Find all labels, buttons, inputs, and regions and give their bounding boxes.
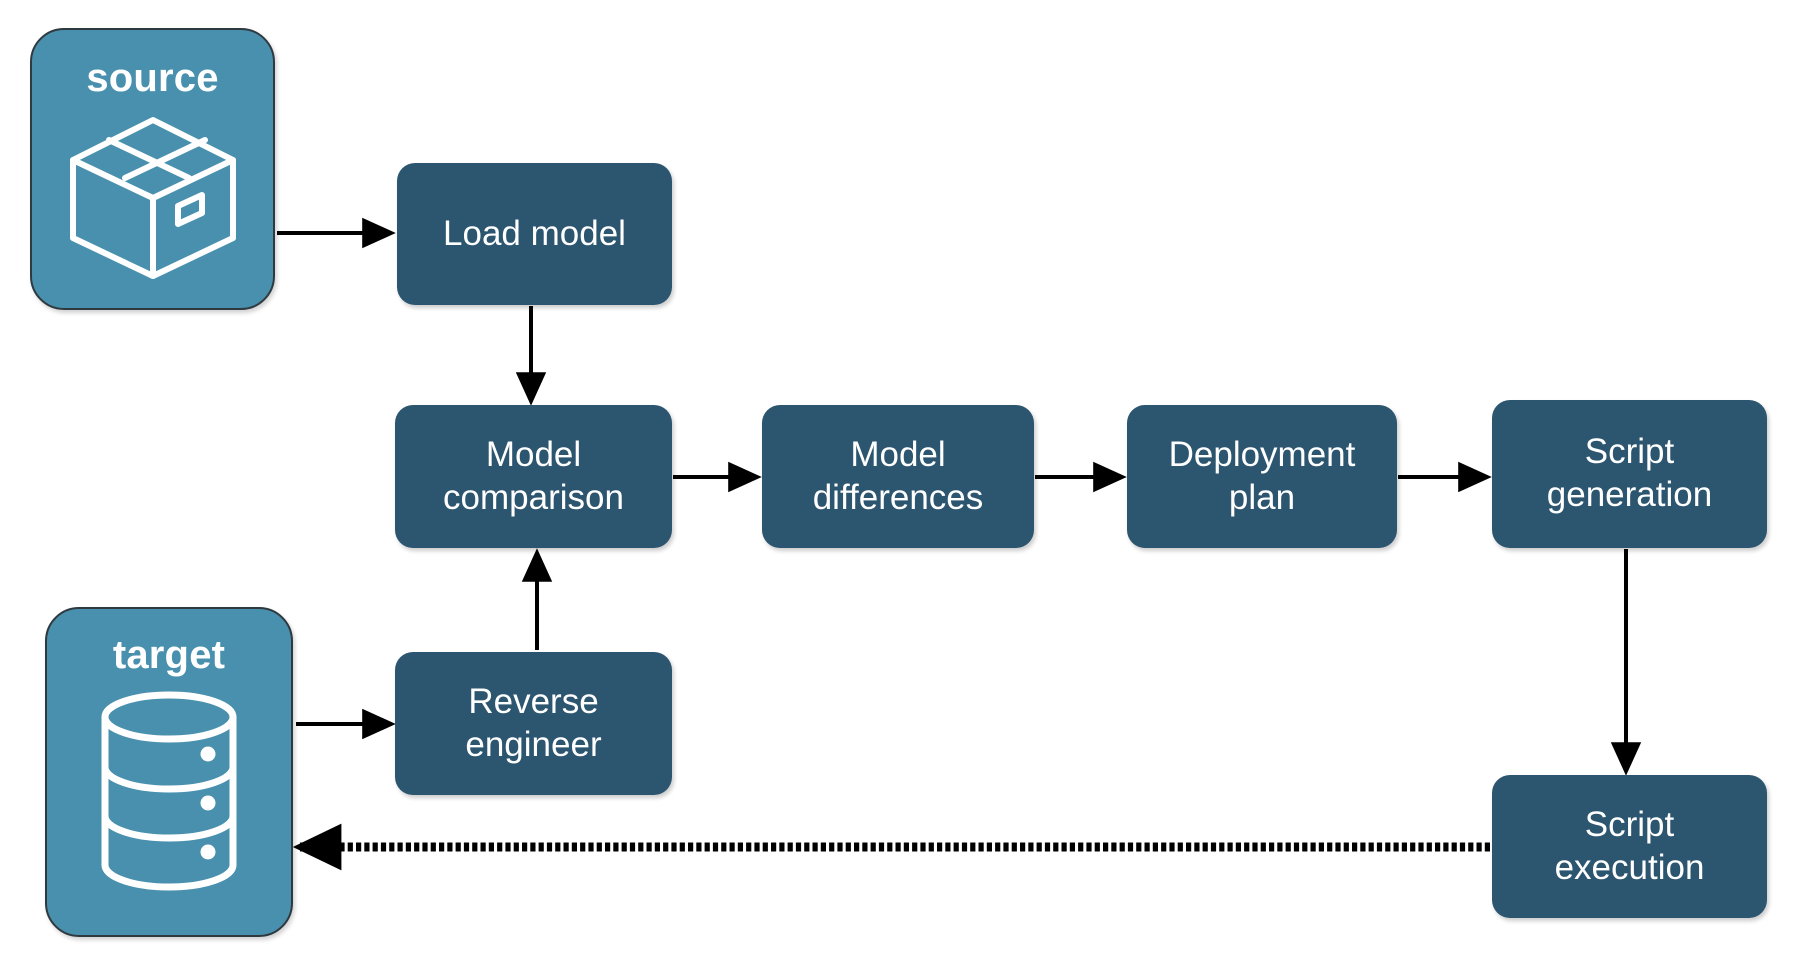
process-script-execution-label: Script execution [1554, 804, 1705, 887]
endpoint-target-label: target [112, 633, 226, 677]
process-script-execution[interactable]: Script execution [1492, 775, 1767, 918]
endpoint-source-label: source [86, 56, 219, 100]
process-load-model-label: Load model [443, 213, 626, 253]
database-cylinder-icon [89, 691, 249, 896]
process-model-comparison[interactable]: Model comparison [395, 405, 672, 548]
process-script-generation-label: Script generation [1546, 432, 1713, 514]
process-load-model[interactable]: Load model [397, 163, 672, 305]
process-reverse-engineer[interactable]: Reverse engineer [395, 652, 672, 795]
endpoint-source[interactable]: source [30, 28, 275, 310]
endpoint-target[interactable]: target [45, 607, 293, 937]
process-script-generation[interactable]: Script generation [1492, 400, 1767, 548]
process-model-comparison-label: Model comparison [443, 434, 624, 517]
process-model-differences[interactable]: Model differences [762, 405, 1034, 548]
process-model-differences-label: Model differences [812, 434, 984, 517]
process-reverse-engineer-label: Reverse engineer [465, 681, 602, 764]
process-deployment-plan[interactable]: Deployment plan [1127, 405, 1397, 548]
package-box-icon [63, 110, 243, 287]
process-deployment-plan-label: Deployment plan [1168, 434, 1356, 517]
